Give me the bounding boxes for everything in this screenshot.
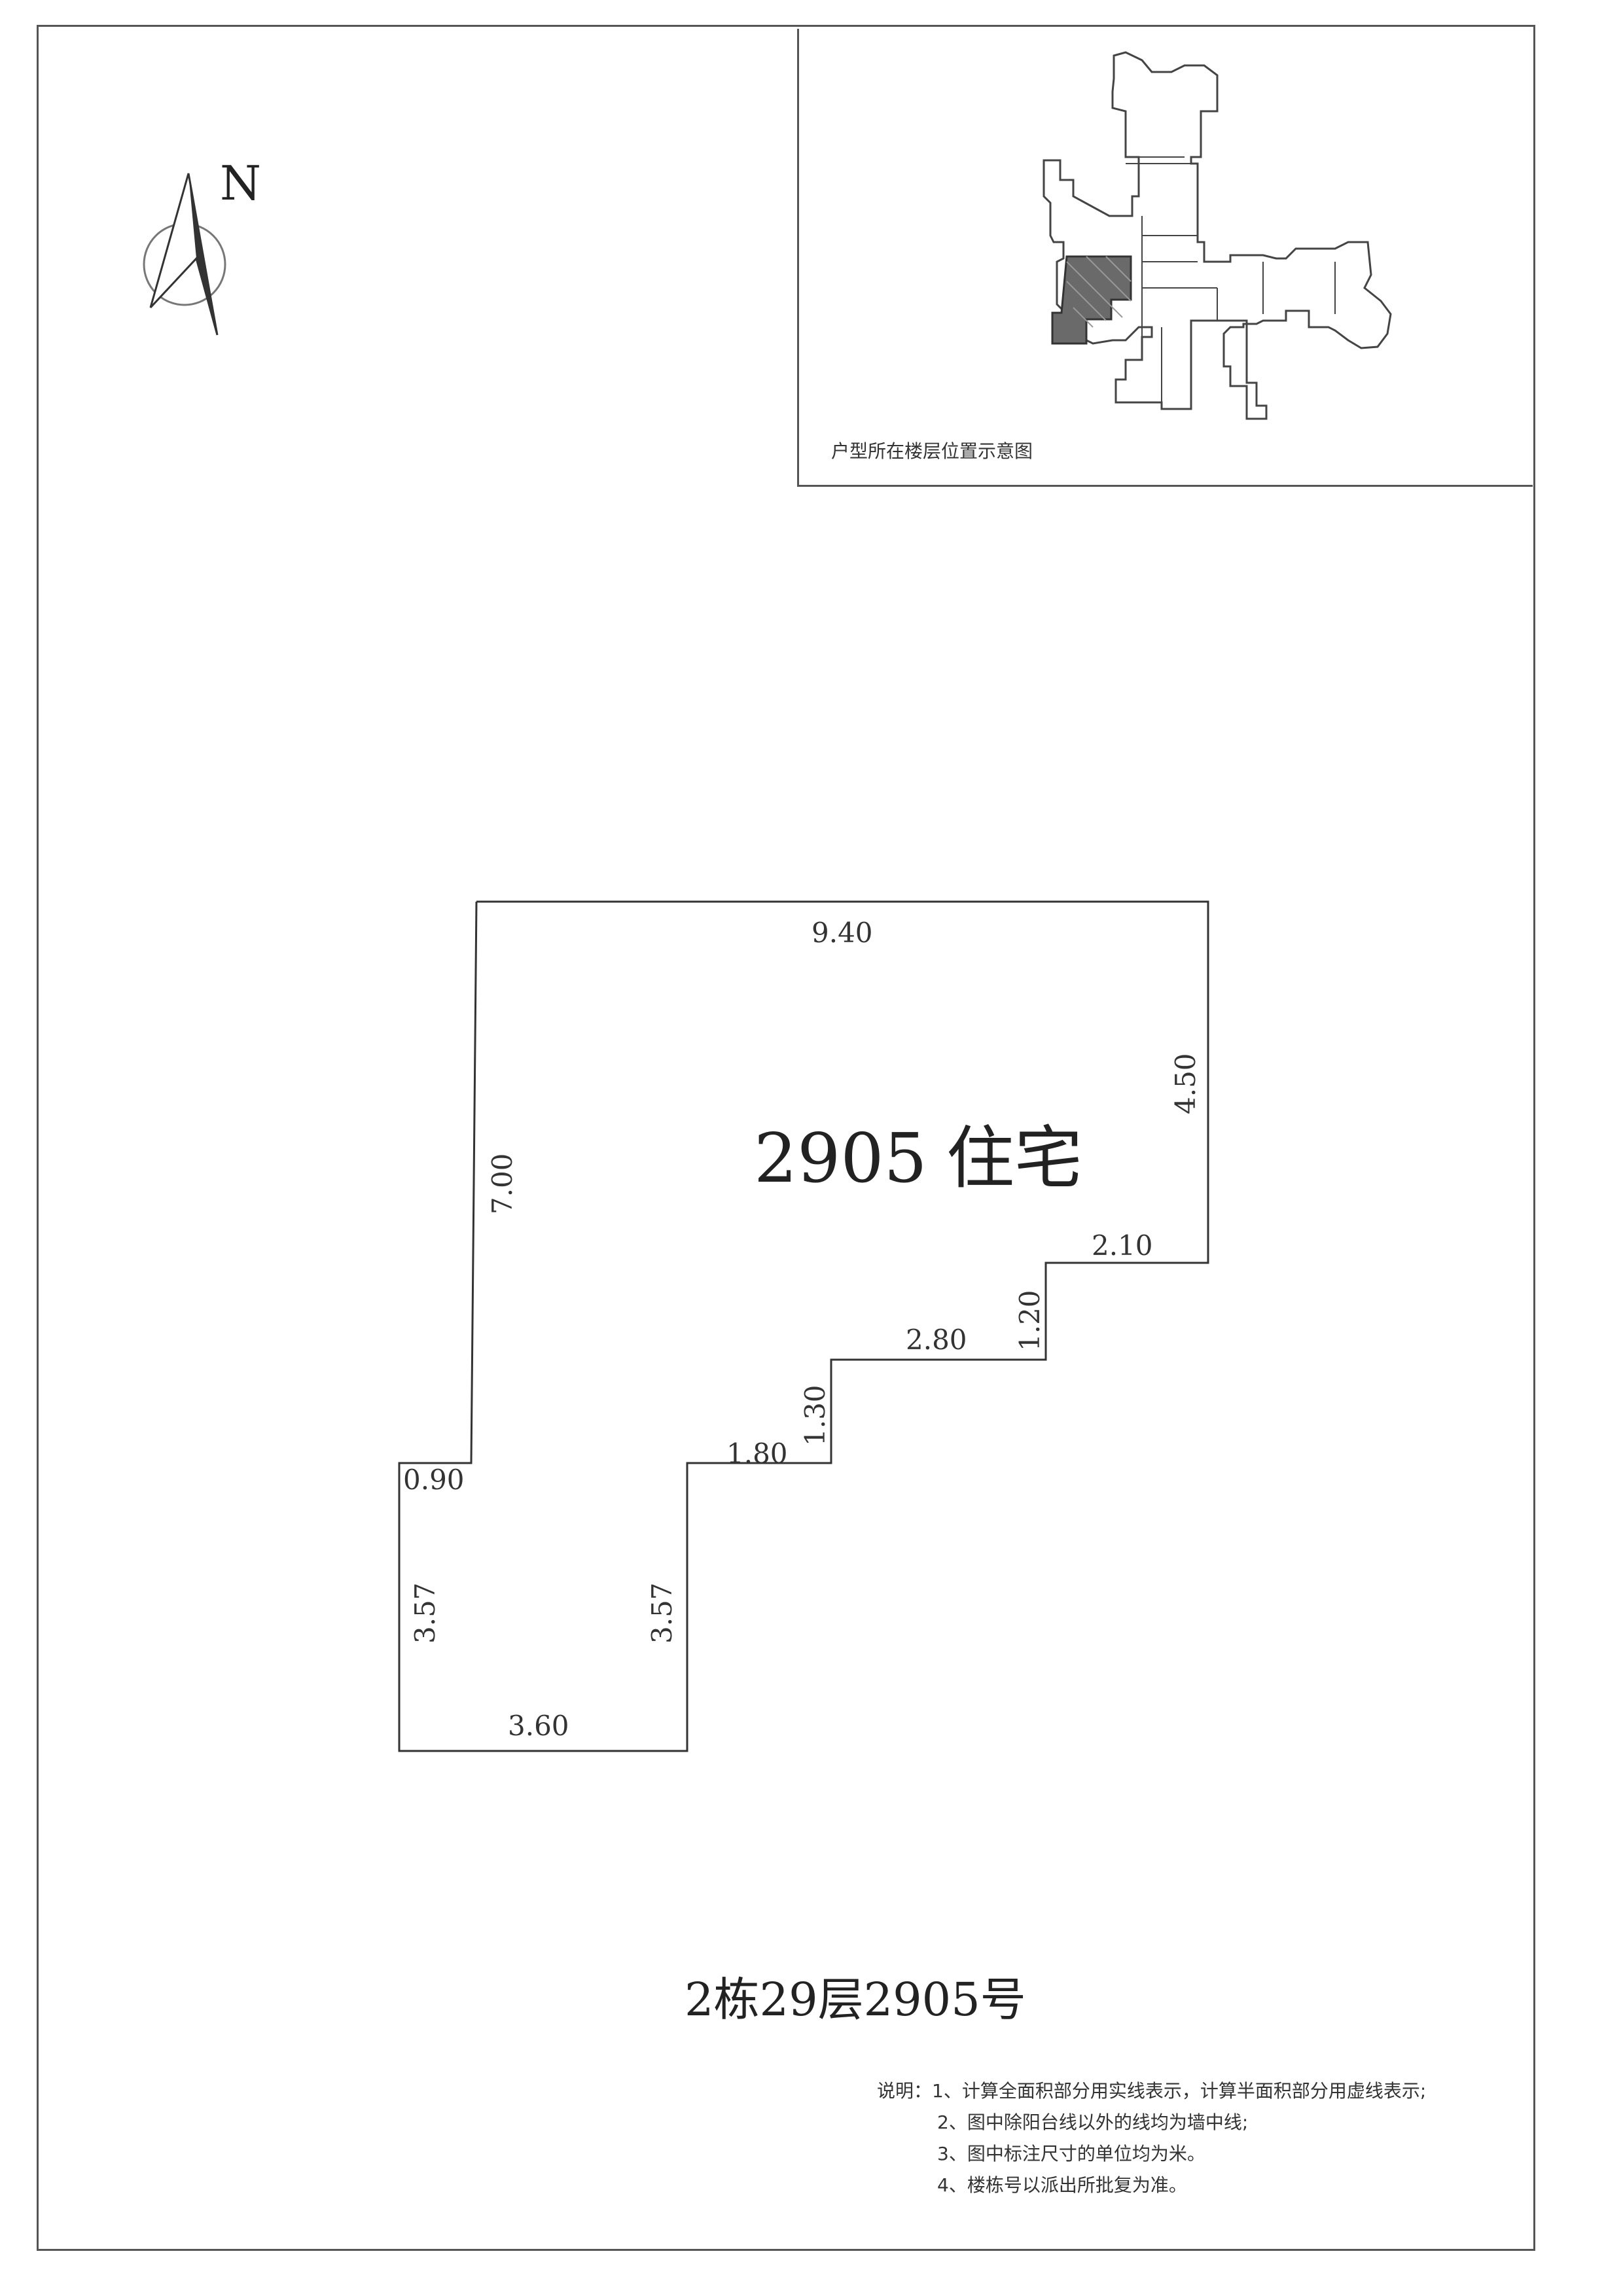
- inset-caption: 户型所在楼层位置示意图: [831, 440, 1033, 462]
- north-letter: N: [220, 156, 261, 211]
- dim-right: 4.50: [1169, 1053, 1202, 1114]
- unit-title: 2栋29层2905号: [685, 1973, 1026, 2026]
- notes-block: 说明：1、计算全面积部分用实线表示，计算半面积部分用虚线表示; 2、图中除阳台线…: [877, 2075, 1426, 2201]
- room-number: 2905: [754, 1118, 927, 1198]
- note-item-4: 4、楼栋号以派出所批复为准。: [937, 2174, 1187, 2196]
- note-item-1: 说明：1、计算全面积部分用实线表示，计算半面积部分用虚线表示;: [877, 2080, 1427, 2102]
- dim-inner-vertical: 3.57: [646, 1582, 678, 1644]
- dim-left-upper: 7.00: [486, 1153, 518, 1214]
- key-plan-outline: [1043, 51, 1392, 420]
- notes-label: 说明：: [877, 2080, 933, 2102]
- dim-step1-vertical: 1.20: [1014, 1290, 1046, 1351]
- key-plan-interior: [1126, 156, 1336, 402]
- dim-bottom: 3.60: [508, 1710, 569, 1742]
- dim-step2-vertical: 1.30: [799, 1385, 831, 1446]
- dim-left-notch: 0.90: [403, 1464, 465, 1496]
- dim-left-lower: 3.57: [409, 1582, 441, 1644]
- dim-step3-horizontal: 1.80: [726, 1438, 788, 1470]
- dim-top: 9.40: [812, 917, 873, 949]
- highlighted-unit-marker: [1051, 255, 1132, 345]
- unit-outline: [398, 900, 1209, 1752]
- north-arrow-icon: N: [143, 156, 261, 336]
- dim-step1-horizontal: 2.10: [1092, 1229, 1153, 1262]
- dim-step2-horizontal: 2.80: [906, 1324, 967, 1356]
- drawing-frame: [37, 25, 1535, 2251]
- location-inset-box: [797, 29, 1533, 487]
- note-item-2: 2、图中除阳台线以外的线均为墙中线;: [937, 2111, 1249, 2133]
- note-item-3: 3、图中标注尺寸的单位均为米。: [937, 2143, 1205, 2164]
- room-use: 住宅: [946, 1118, 1082, 1198]
- building-key-plan: [1043, 51, 1392, 420]
